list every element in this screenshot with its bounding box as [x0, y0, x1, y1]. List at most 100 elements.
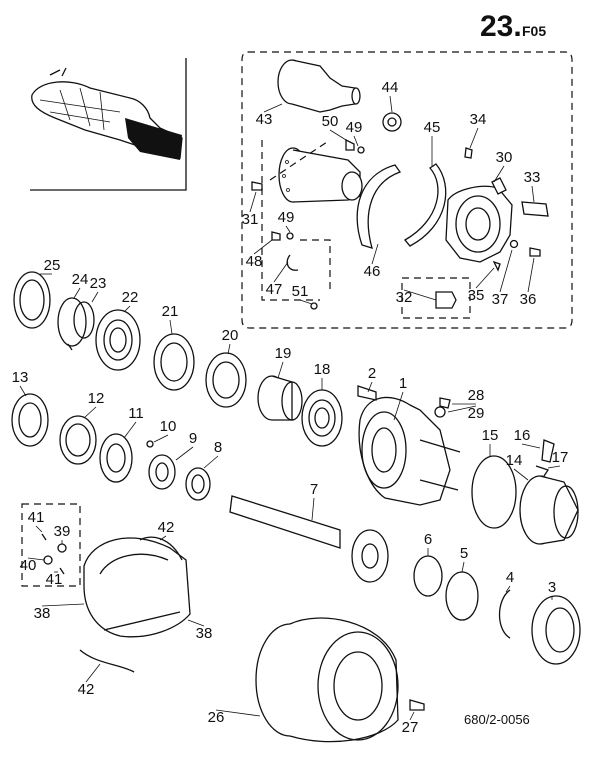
leader-line-c49b — [285, 225, 291, 233]
callout-c51: 51 — [292, 283, 309, 300]
leader-line-c32 — [403, 289, 437, 301]
leader-line-c1 — [393, 391, 404, 421]
part-48-screw — [271, 231, 281, 241]
callout-c14: 14 — [506, 452, 523, 469]
part-41-clip-lower — [59, 567, 65, 575]
part-9-lock-washer — [148, 454, 176, 490]
part-41-clip-upper — [41, 533, 47, 541]
callout-c38a: 38 — [34, 605, 51, 622]
callout-c36: 36 — [520, 291, 537, 308]
callout-c38b: 38 — [196, 625, 213, 642]
callout-c11: 11 — [128, 405, 144, 422]
leader-line-c9 — [175, 446, 194, 461]
callout-c33: 33 — [524, 169, 541, 186]
page-number: 23. — [480, 10, 522, 43]
leader-line-c13 — [19, 385, 27, 397]
part-32-fitting — [435, 291, 457, 309]
part-32-detail-box — [401, 277, 471, 319]
leader-line-c10 — [153, 434, 169, 443]
part-25-seal — [13, 271, 51, 329]
leader-line-c21 — [169, 319, 173, 335]
leader-line-c38a — [41, 603, 85, 607]
leader-line-c2 — [367, 381, 373, 393]
leader-line-c31 — [249, 191, 257, 213]
callout-c49b: 49 — [278, 209, 295, 226]
callout-c22: 22 — [122, 289, 139, 306]
callout-c31: 31 — [242, 211, 259, 228]
part-10-washer — [146, 440, 154, 448]
callout-c43: 43 — [256, 111, 273, 128]
leader-line-c41a — [35, 525, 43, 533]
part-3-cover — [531, 595, 581, 665]
part-5-ring — [445, 571, 479, 621]
leader-line-c30 — [493, 165, 505, 183]
callout-c20: 20 — [222, 327, 239, 344]
part-44-nut — [382, 112, 402, 132]
leader-line-c7 — [311, 497, 315, 521]
part-45-brake-shoe — [404, 163, 447, 247]
callout-c2: 2 — [368, 365, 376, 382]
part-12-race — [59, 415, 97, 465]
part-49-nut-lower — [286, 232, 294, 240]
leader-line-c44 — [389, 95, 393, 113]
callout-c12: 12 — [88, 390, 105, 407]
callout-c16: 16 — [514, 427, 531, 444]
callout-c10: 10 — [160, 418, 177, 435]
leader-line-c14 — [513, 468, 529, 481]
callout-c8: 8 — [214, 439, 222, 456]
leader-line-c22 — [123, 305, 131, 313]
part-37-washer — [509, 239, 519, 249]
callout-c37: 37 — [492, 291, 509, 308]
leader-line-c19 — [277, 361, 284, 379]
leader-line-c33 — [531, 185, 535, 203]
leader-line-c34 — [469, 127, 479, 149]
part-50-bolt — [345, 138, 355, 151]
part-42-spring-upper — [139, 536, 183, 561]
part-51-plug — [310, 302, 318, 310]
callout-c29: 29 — [468, 405, 485, 422]
leader-line-c51 — [299, 299, 313, 305]
part-31-screw — [251, 181, 263, 191]
callout-c42b: 42 — [78, 681, 95, 698]
leader-line-c4 — [505, 585, 511, 593]
callout-c27: 27 — [402, 719, 419, 736]
part-13-bearing — [11, 393, 49, 447]
callout-c41a: 41 — [28, 509, 45, 526]
callout-c45: 45 — [424, 119, 441, 136]
leader-line-c27 — [409, 711, 415, 721]
callout-c21: 21 — [162, 303, 179, 320]
leader-line-c29 — [447, 405, 477, 413]
part-39-41-detail-box — [21, 503, 81, 587]
callout-c40: 40 — [20, 557, 37, 574]
part-29-washer — [434, 406, 446, 418]
leader-line-c47 — [273, 261, 289, 283]
callout-c19: 19 — [275, 345, 292, 362]
part-19-sleeve — [257, 375, 303, 421]
part-46-brake-shield — [356, 164, 402, 249]
part-23-ring — [73, 301, 95, 339]
leader-line-c43 — [263, 103, 283, 113]
callout-c6: 6 — [424, 531, 432, 548]
axle-location-thumbnail — [30, 58, 187, 191]
brake-subassembly-group-box — [241, 51, 573, 329]
part-4-snap-ring — [498, 589, 511, 639]
leader-line-c16 — [521, 443, 541, 449]
part-26-brake-drum — [255, 617, 399, 743]
section-code: F05 — [522, 23, 546, 39]
part-22-bearing — [95, 309, 141, 371]
part-47-clip — [286, 254, 299, 271]
callout-c30: 30 — [496, 149, 513, 166]
part-17-clip — [535, 465, 550, 477]
part-8-nut — [185, 467, 211, 501]
callout-c46: 46 — [364, 263, 381, 280]
part-36-bolt — [529, 247, 541, 257]
part-34-screw — [464, 147, 473, 159]
leader-line-c11 — [123, 421, 137, 439]
leader-line-c8 — [203, 455, 219, 469]
part-11-bearing — [99, 433, 133, 483]
callout-c3: 3 — [548, 579, 556, 596]
leader-line-c24 — [73, 287, 81, 299]
axle-housing-tube — [278, 147, 363, 203]
callout-c25: 25 — [44, 257, 61, 274]
